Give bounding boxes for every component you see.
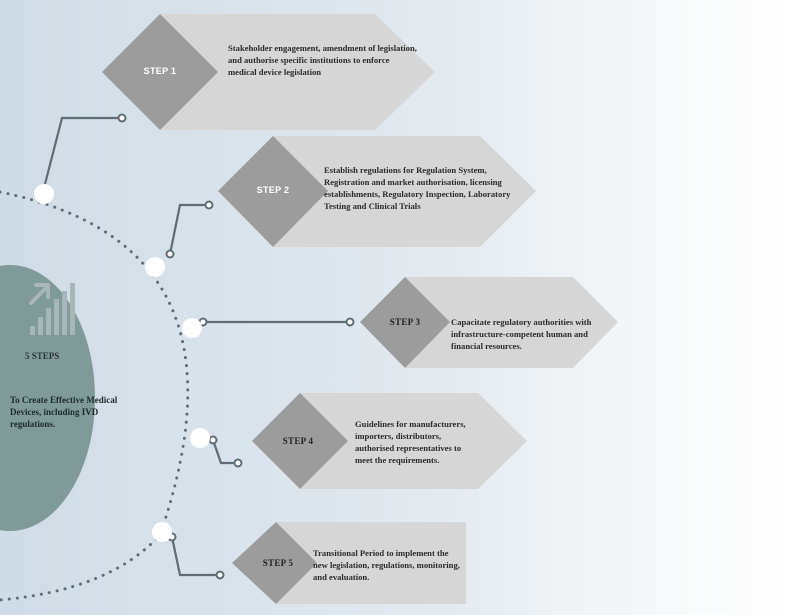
- connector-end-markers: [117, 113, 355, 580]
- step-3-label: STEP 3: [389, 317, 421, 327]
- dotted-arc: [0, 190, 190, 602]
- hub-description: To Create Effective Medical Devices, inc…: [10, 395, 118, 429]
- arc-nodes: [34, 184, 210, 542]
- hub-title: 5 STEPS: [25, 351, 60, 361]
- step-1-shape: [102, 14, 435, 130]
- connectors: [42, 116, 350, 577]
- step-4-text: Guidelines for manufacturers, importers,…: [355, 419, 466, 465]
- step-2-label: STEP 2: [256, 185, 290, 195]
- connector-step-4: [211, 439, 238, 465]
- step-2-text: Establish regulations for Regulation Sys…: [324, 165, 511, 211]
- step-5-text: Transitional Period to implement the new…: [313, 548, 460, 582]
- step-4-shape: [252, 393, 527, 489]
- connector-step-2: [168, 203, 209, 255]
- step-4-label: STEP 4: [282, 436, 314, 446]
- step-5-label: STEP 5: [262, 558, 294, 568]
- step-1-text: Stakeholder engagement, amendment of leg…: [228, 43, 417, 77]
- connector-step-5: [170, 536, 220, 577]
- step-3-shape: [360, 277, 618, 368]
- connector-step-1: [42, 116, 122, 189]
- growth-chart-icon: [29, 283, 75, 335]
- step-2-shape: [218, 136, 536, 247]
- step-1-label: STEP 1: [143, 66, 177, 76]
- step-5-shape: [232, 522, 466, 604]
- step-3-text: Capacitate regulatory authorities with i…: [451, 317, 592, 351]
